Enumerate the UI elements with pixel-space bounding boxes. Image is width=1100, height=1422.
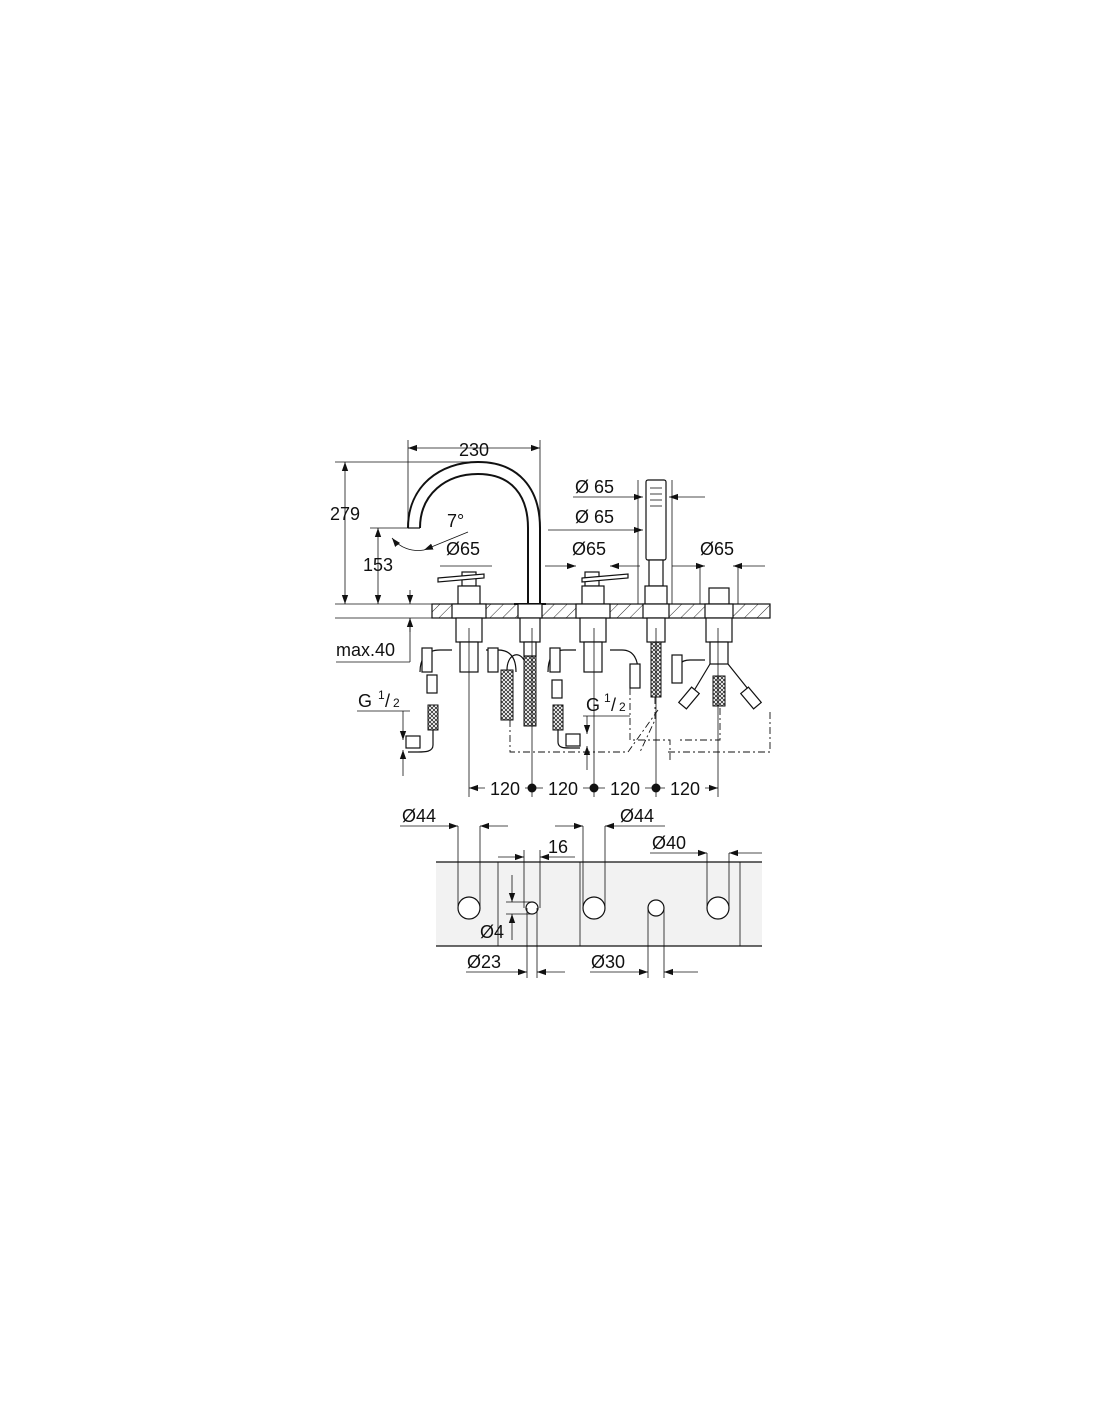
spacing-label-2: 120 <box>548 779 578 799</box>
left-thread-num: 1 <box>378 688 385 702</box>
center-dia-65-label: Ø65 <box>572 539 606 559</box>
hole-dia-44-left-label: Ø44 <box>402 806 436 826</box>
dimension-dot <box>527 783 537 793</box>
gap-16-label: 16 <box>548 837 568 857</box>
hole-diverter <box>706 896 730 920</box>
right-thread-den: 2 <box>619 700 626 714</box>
spacing-label-4: 120 <box>670 779 700 799</box>
center-valve <box>547 571 641 749</box>
spout <box>407 460 546 727</box>
dim-230-label: 230 <box>459 440 489 460</box>
diverter <box>671 587 763 710</box>
spacing-label-3: 120 <box>610 779 640 799</box>
dim-279-label: 279 <box>330 504 360 524</box>
right-thread-g-label: G <box>586 695 600 715</box>
svg-text:/: / <box>611 695 616 715</box>
hole-dia-30-label: Ø30 <box>591 952 625 972</box>
hole-spout-pin <box>525 901 539 915</box>
dim-153-label: 153 <box>363 555 393 575</box>
dimension-dot <box>589 783 599 793</box>
left-thread-g-label: G <box>358 691 372 711</box>
hole-dia-23-label: Ø23 <box>467 952 501 972</box>
hole-plan-view: Ø44 Ø44 Ø40 16 Ø4 Ø23 <box>400 806 762 978</box>
diverter-dia-65-label: Ø65 <box>700 539 734 559</box>
supply-lines <box>509 688 771 760</box>
max-40-label: max.40 <box>336 640 395 660</box>
svg-text:/: / <box>385 691 390 711</box>
hole-dia-40-label: Ø40 <box>652 833 686 853</box>
spacing-dimension: 120 120 120 120 <box>468 628 719 799</box>
spacing-label-1: 120 <box>490 779 520 799</box>
hole-center-valve <box>582 896 606 920</box>
dimension-dot <box>651 783 661 793</box>
hole-shower <box>647 899 665 917</box>
angle-7-label: 7° <box>447 511 464 531</box>
shower-dia-65-mid-label: Ø 65 <box>575 507 614 527</box>
elevation-view: 230 279 153 7° max.40 Ø65 Ø65 Ø 65 Ø 65 <box>330 440 771 799</box>
hole-left-valve <box>457 896 481 920</box>
hole-dia-44-mid-label: Ø44 <box>620 806 654 826</box>
hole-dia-4-label: Ø4 <box>480 922 504 942</box>
left-dia-65-label: Ø65 <box>446 539 480 559</box>
shower-dia-65-top-label: Ø 65 <box>575 477 614 497</box>
left-thread-den: 2 <box>393 696 400 710</box>
right-thread-num: 1 <box>604 691 611 705</box>
left-valve <box>405 571 517 753</box>
